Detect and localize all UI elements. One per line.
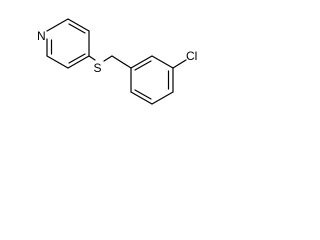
bond-ch2-c1 (111, 55, 132, 69)
structure-canvas: N S Cl (37, 18, 197, 105)
bond-c5-c6 (46, 55, 69, 69)
pyridine-ring (46, 18, 90, 69)
bond-c4-c5-inner (68, 53, 86, 64)
bond-n-c2 (46, 18, 69, 32)
bond-c4-s (88, 55, 96, 61)
bond-b2-b3 (151, 55, 174, 69)
chlorine-atom-label: Cl (186, 49, 197, 63)
bond-b5-b6 (130, 91, 153, 105)
bond-c2-c3-inner (68, 23, 86, 34)
bond-c2-c3 (67, 18, 90, 32)
chlorobenzene-ring (130, 55, 174, 105)
bond-s-ch2 (103, 55, 113, 62)
bond-b1-b2 (130, 55, 153, 69)
bond-b3-cl (172, 59, 187, 69)
bond-b1-b2-inner (134, 60, 152, 71)
bond-c4-c5 (67, 55, 90, 69)
bond-b4-b5 (151, 91, 174, 105)
sulfur-atom-label: S (94, 61, 102, 75)
bond-b5-b6-inner (134, 89, 152, 100)
nitrogen-atom-label: N (37, 29, 46, 43)
